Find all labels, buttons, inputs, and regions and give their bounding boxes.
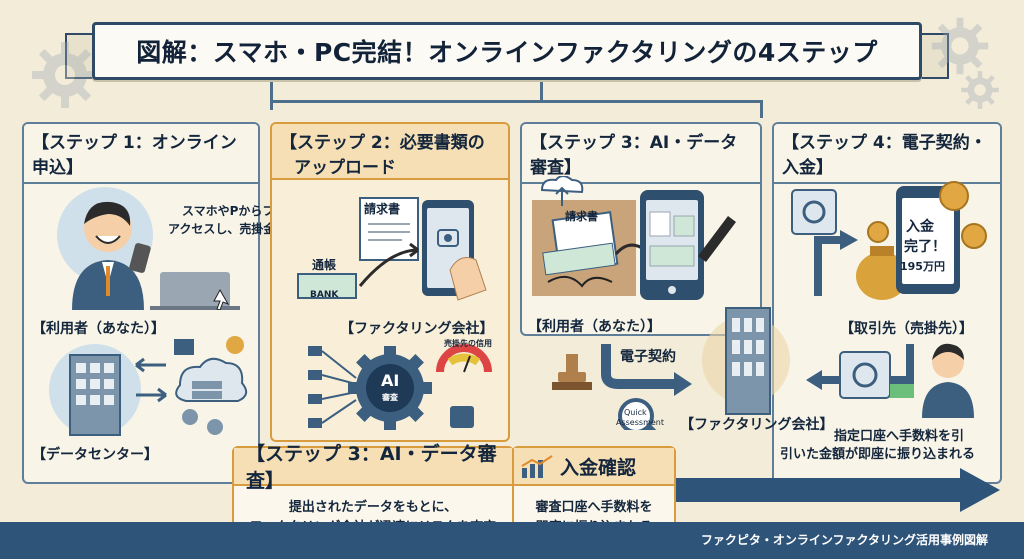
step-2-invoice-label: 請求書 [364, 202, 401, 216]
step-2-ai-sub-label: 審査 [382, 393, 398, 402]
info-box-deposit-title: 入金確認 [560, 456, 637, 479]
person-laptop-illustration [57, 187, 240, 310]
connector-line [540, 80, 543, 102]
ai-review-illustration [532, 176, 736, 300]
ai-gear-illustration [308, 344, 492, 430]
quick-assessment-label: Quick [624, 408, 647, 417]
info-box-ai-review-header: 【ステップ 3：AI・データ審査】 [234, 443, 512, 492]
deposit-illustration [791, 181, 987, 300]
title-banner: 図解：スマホ・PC完結！オンラインファクタリングの4ステップ [65, 22, 949, 80]
quick-assessment-label-2: Assessment [616, 418, 664, 427]
deposit-line1: 入金 [906, 219, 934, 235]
step-3-contract-label: 電子契約 [620, 349, 676, 365]
page-title: 図解：スマホ・PC完結！オンラインファクタリングの4ステップ [136, 38, 878, 67]
step-2-bank-card: BANK [310, 290, 339, 300]
step-1-datacenter-label: 【データセンター】 [32, 447, 158, 463]
connector-line [760, 100, 763, 118]
step-2-company-label: 【ファクタリング会社】 [340, 321, 494, 337]
step-2-credit-label: 売掛先の信用 [444, 339, 492, 348]
step-3-invoice-label: 請求書 [565, 210, 598, 223]
flow-arrow [660, 468, 1000, 512]
transfer-illustration [702, 307, 974, 418]
info-box-deposit-line1: 審査口座へ手数料を [535, 500, 653, 515]
step-3-header: 【ステップ 3：AI・データ審査】 [522, 124, 760, 184]
connector-line [270, 80, 273, 110]
footer-band [0, 522, 1024, 559]
document-upload-illustration [297, 197, 487, 301]
deposit-line2: 完了！ [904, 239, 946, 255]
step-1-user-label: 【利用者（あなた）】 [32, 321, 165, 337]
step-2-passbook-label: 通帳 [312, 258, 337, 272]
footer-caption: ファクピタ・オンラインファクタリング活用事例図解 [700, 533, 988, 547]
connector-line [270, 100, 760, 103]
step-2-header: 【ステップ 2：必要書類の アップロード [272, 124, 508, 180]
datacenter-illustration [49, 336, 248, 436]
contract-flow-illustration [552, 344, 692, 430]
step-4-client-label: 【取引先（売掛先）】 [840, 321, 973, 337]
deposit-amount: 195万円 [900, 260, 945, 273]
gear-icon [32, 42, 98, 108]
step-2-ai-label: AI [381, 371, 400, 390]
step-4-header: 【ステップ 4：電子契約・入金】 [774, 124, 1000, 184]
transfer-line2: 引いた金額が即座に振り込まれる [780, 447, 976, 462]
step-2-header-line2: アップロード [294, 158, 396, 178]
step-1-header: 【ステップ 1：オンライン申込】 [24, 124, 258, 184]
step-4-panel: 【ステップ 4：電子契約・入金】 [772, 122, 1002, 484]
gear-icon [961, 71, 999, 109]
chart-icon [521, 455, 553, 478]
step-4-company-label: 【ファクタリング会社】 [680, 417, 834, 433]
gear-icon [931, 17, 989, 75]
step-3-user-label: 【利用者（あなた）】 [528, 319, 661, 335]
info-box-ai-review-line1: 提出されたデータをもとに、 [288, 500, 458, 515]
info-box-deposit-header: 入金確認 [514, 448, 674, 486]
transfer-line1: 指定口座へ手数料を引 [834, 429, 965, 444]
step-2-header-line1: 【ステップ 2：必要書類の [280, 133, 485, 153]
